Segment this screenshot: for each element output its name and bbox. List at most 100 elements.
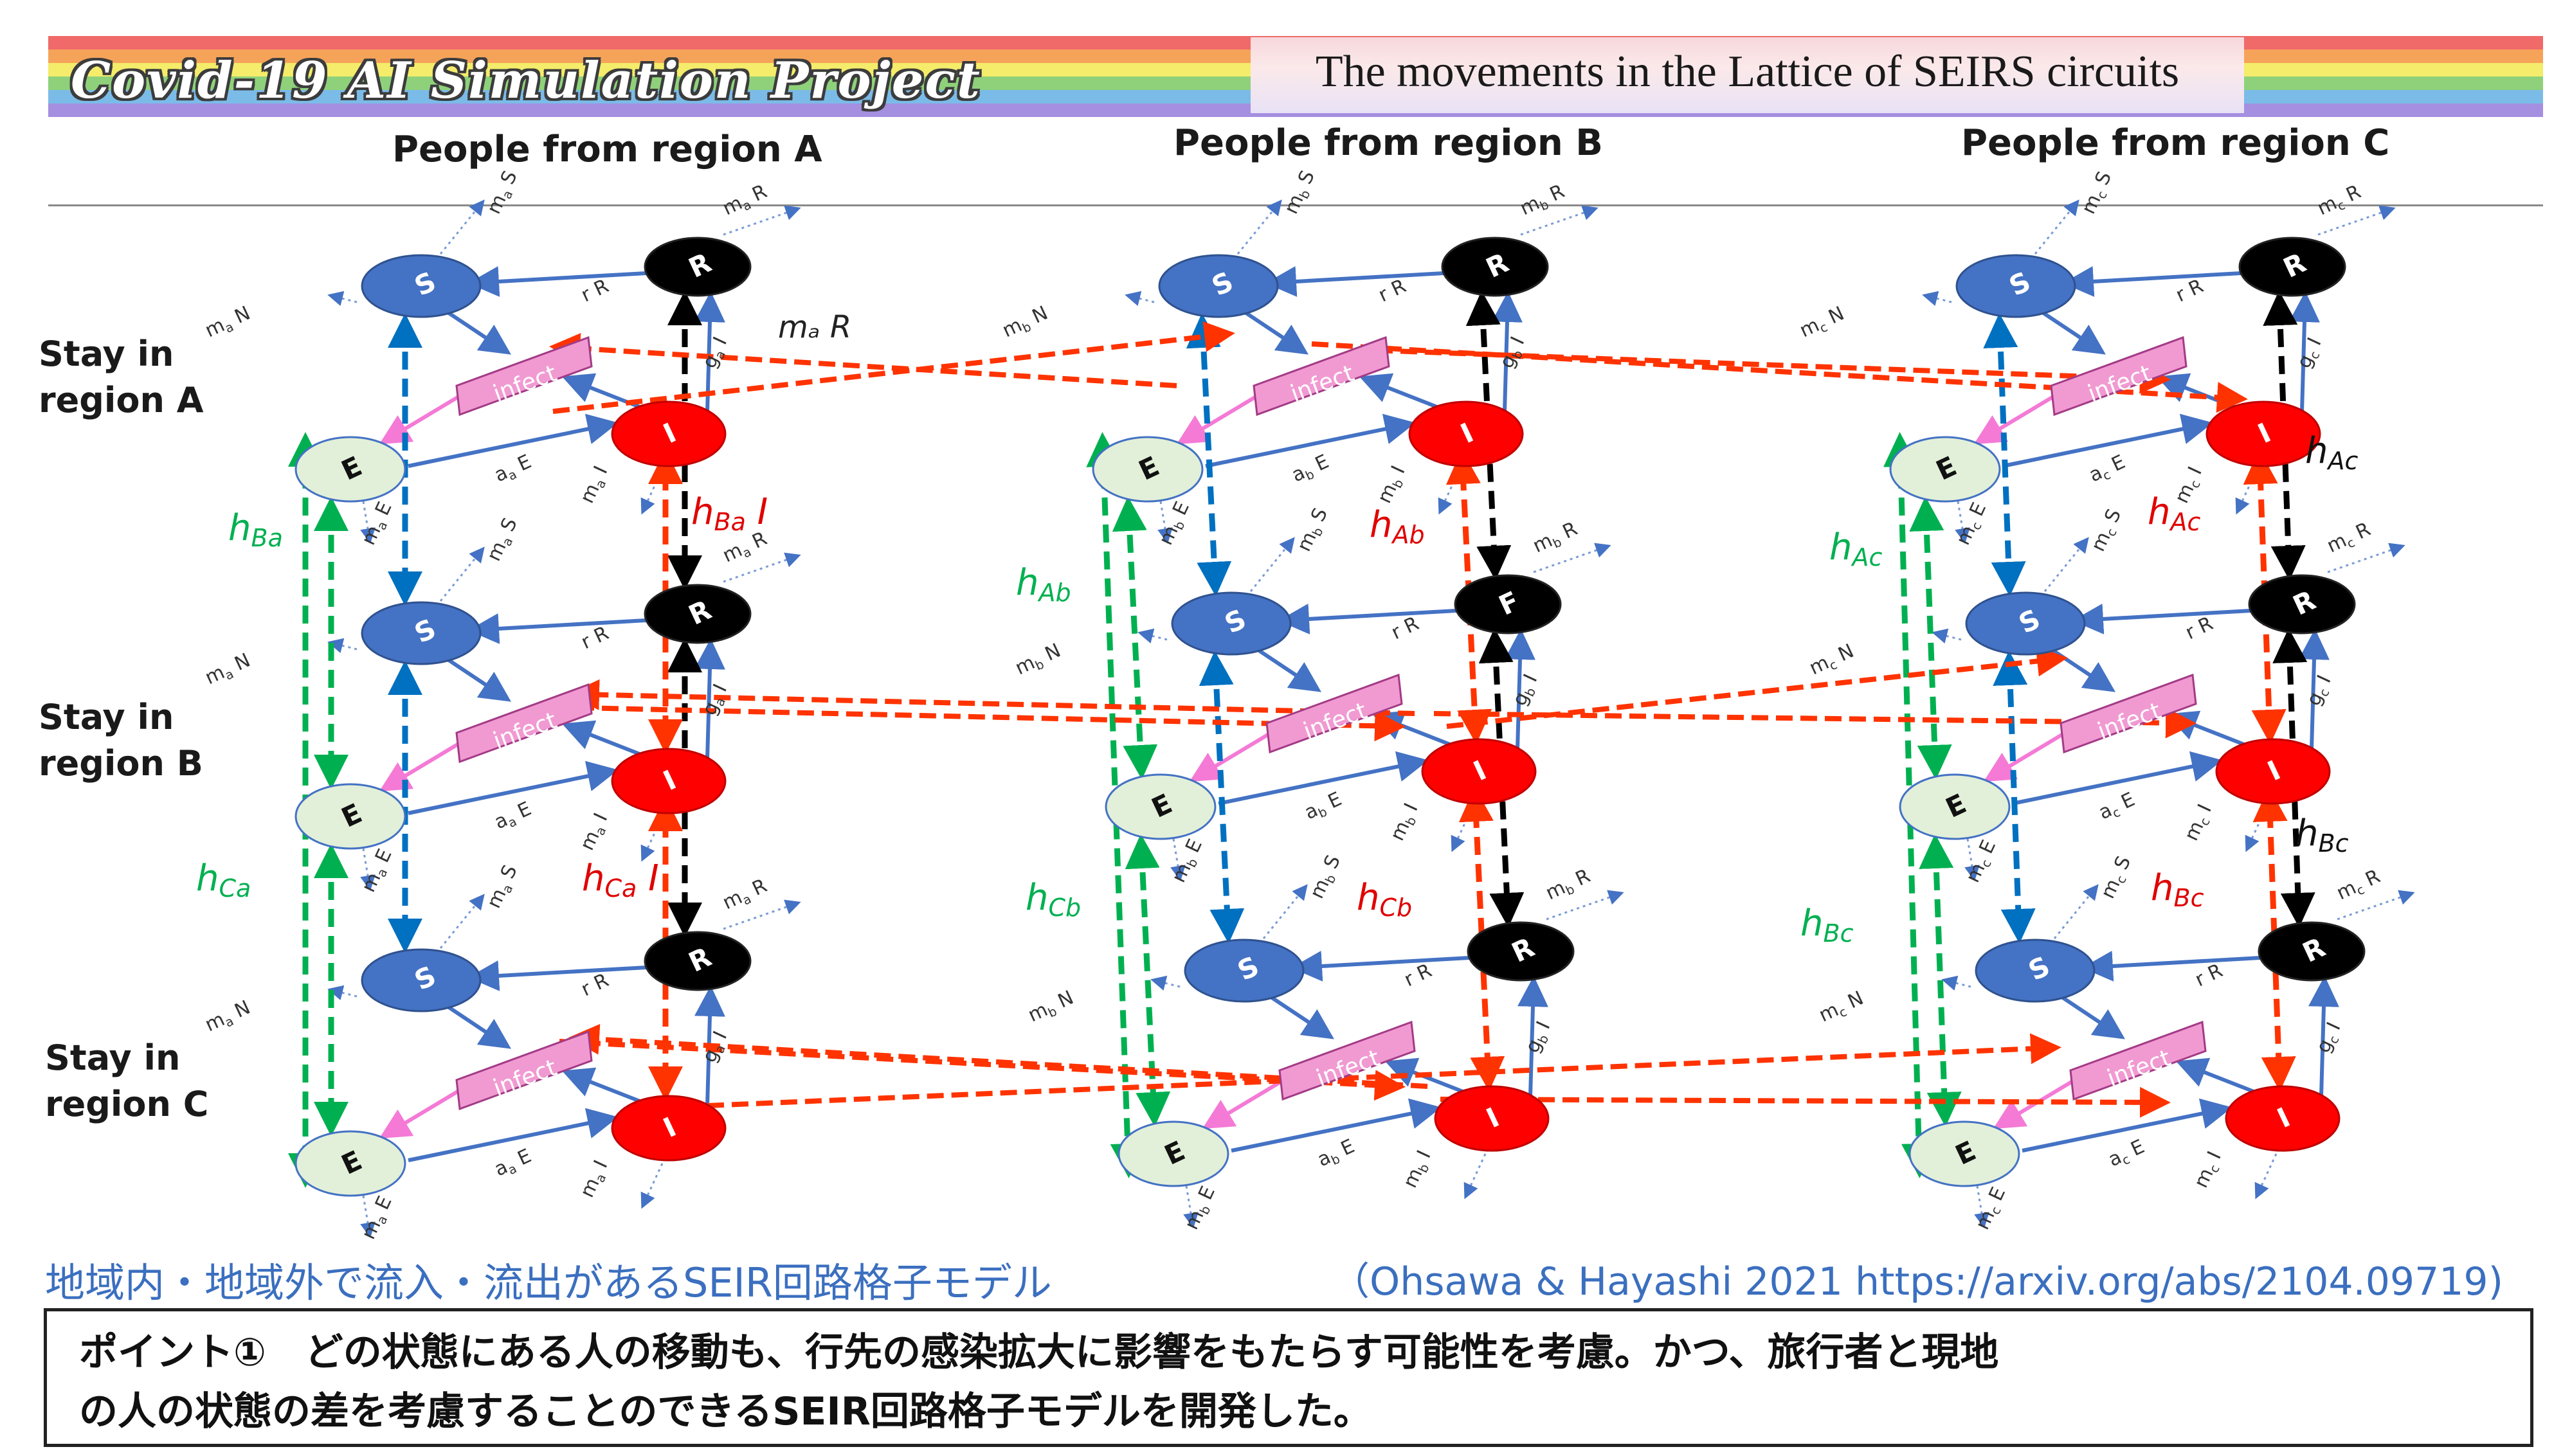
cross-region-infection-arrow	[1446, 645, 2068, 729]
node-r-icon	[2248, 574, 2356, 634]
label-mS: ma S	[483, 861, 524, 912]
cross-region-infection-arrow	[707, 1033, 2061, 1108]
heading-region-a: People from region A	[392, 129, 822, 170]
label-mR-main: m	[2324, 529, 2350, 557]
node-i-icon	[1408, 400, 1524, 467]
vertical-s-arrow	[1199, 651, 1245, 944]
h-sub: Bc	[1824, 919, 1854, 948]
h-sub: Cb	[1049, 894, 1082, 922]
label-rR: r R	[1401, 959, 1436, 991]
h-sub: Ab	[1391, 521, 1425, 549]
h-label-green: hBc	[1800, 903, 1854, 948]
outflow-arrow	[1183, 1185, 1199, 1228]
node-i-icon	[2205, 400, 2321, 467]
node-i-icon	[1434, 1085, 1550, 1152]
h-main: h	[691, 491, 714, 533]
outflow-arrow	[640, 469, 664, 515]
edge-s-to-infect	[446, 657, 511, 702]
edge-r-to-s	[1278, 604, 1457, 634]
outflow-arrow	[1955, 501, 1970, 544]
label-mN: mc N	[1806, 640, 1858, 681]
h-sub: Ba	[714, 508, 746, 536]
h-main: h	[1357, 877, 1380, 919]
edge-s-to-infect	[1243, 310, 1309, 355]
h-sub: Cb	[1380, 894, 1413, 922]
h-sub: Ba	[251, 524, 283, 552]
label-rR: r R	[2173, 274, 2207, 307]
label-mR: mb R	[1517, 180, 1569, 222]
outflow-arrow	[1150, 975, 1181, 991]
edge-infect-to-e	[379, 390, 467, 445]
label-mE: mc E	[1952, 499, 1993, 550]
edge-infect-to-e	[1189, 728, 1278, 782]
outflow-arrow	[327, 291, 358, 307]
row-label-line1: Stay in	[45, 1038, 181, 1078]
label-mR-main: m	[1543, 876, 1569, 904]
project-title: Covid-19 AI Simulation Project	[71, 51, 981, 110]
node-r-icon	[644, 584, 752, 644]
label-mE: mb E	[1155, 498, 1196, 550]
label-mE: mc E	[1962, 837, 2002, 887]
node-s-icon	[1955, 254, 2076, 318]
outflow-arrow	[1974, 1185, 1989, 1228]
label-mE: ma E	[358, 498, 399, 549]
edge-r-to-s	[1265, 266, 1444, 297]
h-label-green: hAb	[1016, 562, 1071, 607]
outflow-arrow	[2317, 205, 2396, 236]
label-mI-tail: I	[587, 1157, 612, 1177]
node-infect-icon	[455, 683, 593, 764]
label-mI: mc I	[2171, 463, 2209, 508]
edge-i-to-infect	[1384, 1057, 1467, 1095]
edge-e-to-i	[408, 1108, 619, 1162]
edge-i-to-infect	[2175, 1057, 2258, 1095]
divider	[48, 204, 2543, 206]
label-mR-main: m	[1530, 529, 1556, 557]
edge-s-to-infect	[446, 310, 511, 355]
label-gI: gb I	[1508, 670, 1544, 710]
label-mR: ma R	[720, 874, 772, 916]
label-mS-tail: S	[2097, 505, 2126, 532]
label-mI-tail: I	[2181, 463, 2206, 483]
h-sub: Ac	[2169, 508, 2201, 536]
label-mN-main: m	[999, 314, 1026, 342]
label-ma-r-italic: mₐ R	[778, 309, 851, 345]
row-label-region-c: Stay in region C	[45, 1035, 208, 1128]
edge-e-to-i	[2002, 413, 2213, 468]
outflow-arrow	[327, 638, 358, 654]
outflow-arrow	[2245, 806, 2268, 852]
edge-s-to-infect	[1256, 647, 1321, 692]
outflow-arrow	[2034, 199, 2079, 255]
label-mS-tail: S	[494, 167, 522, 193]
label-mE-tail: E	[368, 845, 397, 872]
node-r-icon	[2258, 921, 2366, 982]
label-mE-tail: E	[1972, 837, 2000, 863]
edge-e-to-i	[408, 760, 619, 815]
h-main: h	[2296, 813, 2319, 854]
label-mS-tail: S	[1317, 852, 1345, 878]
node-s-icon	[1184, 939, 1305, 1003]
outflow-arrow	[1941, 975, 1971, 991]
edge-s-to-infect	[446, 1004, 511, 1049]
node-r-icon	[644, 931, 752, 991]
h-label-red: hAb	[1370, 504, 1425, 549]
label-mR-main: m	[720, 886, 746, 914]
label-mR-main: m	[1517, 192, 1543, 220]
label-gI: gb I	[1496, 333, 1531, 372]
label-mE-tail: E	[368, 498, 397, 525]
outflow-arrow	[1451, 806, 1474, 852]
label-aE: ac E	[2096, 788, 2139, 826]
node-infect-icon	[1253, 336, 1390, 417]
cross-region-infection-arrow	[1440, 1086, 2171, 1118]
label-gI: gc I	[2312, 1019, 2348, 1057]
node-s-icon	[361, 254, 482, 318]
node-e-icon	[1899, 773, 2011, 840]
vertical-r-arrow	[2263, 291, 2306, 580]
label-mS: mb S	[1280, 167, 1321, 219]
key-point-line1: ポイント① どの状態にある人の移動も、行先の感染拡大に影響をもたらす可能性を考慮…	[79, 1330, 1999, 1375]
label-mS-tail: S	[1304, 505, 1332, 531]
row-label-region-a: Stay in region A	[39, 331, 204, 424]
label-gI: gc I	[2293, 334, 2328, 373]
label-rR: r R	[578, 622, 613, 654]
label-mN-main: m	[202, 661, 228, 689]
